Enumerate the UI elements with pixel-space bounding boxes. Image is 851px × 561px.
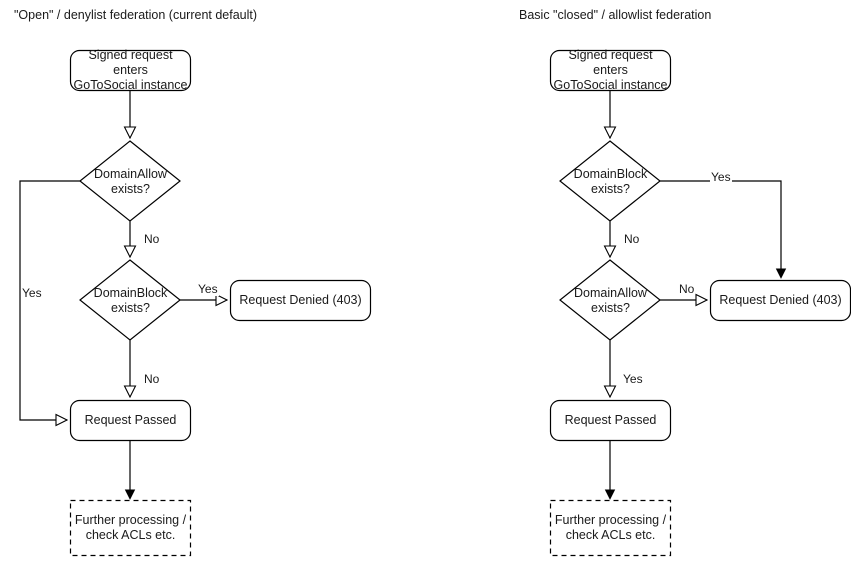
node-request-denied-shape — [229, 279, 372, 322]
edge-label-domainallow-no: No — [143, 232, 161, 246]
node-request-passed-shape — [549, 399, 672, 442]
edge-domainblock-yes-to-denied — [660, 180, 781, 277]
chart-title-open-denylist: "Open" / denylist federation (current de… — [14, 8, 258, 22]
edge-label-domainblock-yes: Yes — [197, 282, 219, 296]
edge-label-domainblock-no: No — [143, 372, 161, 386]
node-start-shape — [69, 49, 192, 92]
node-decision-domainblock-shape — [559, 140, 661, 222]
node-further-processing-shape — [69, 499, 192, 557]
node-decision-domainblock-shape — [79, 259, 181, 341]
edge-label-domainblock-yes: Yes — [710, 170, 732, 184]
edge-domainallow-yes-to-passed — [19, 180, 80, 420]
edge-label-domainallow-no: No — [678, 282, 696, 296]
chart-closed-allowlist-shapes — [549, 49, 851, 557]
node-request-passed-shape — [69, 399, 192, 442]
node-start-shape — [549, 49, 672, 92]
node-decision-domainallow-shape — [79, 140, 181, 222]
edge-label-domainallow-yes: Yes — [21, 286, 43, 300]
node-request-denied-shape — [709, 279, 851, 322]
chart-open-denylist-shapes — [19, 49, 372, 557]
edge-label-domainallow-yes: Yes — [622, 372, 644, 386]
edge-label-domainblock-no: No — [623, 232, 641, 246]
node-decision-domainallow-shape — [559, 259, 661, 341]
node-further-processing-shape — [549, 499, 672, 557]
chart-title-closed-allowlist: Basic "closed" / allowlist federation — [519, 8, 712, 22]
